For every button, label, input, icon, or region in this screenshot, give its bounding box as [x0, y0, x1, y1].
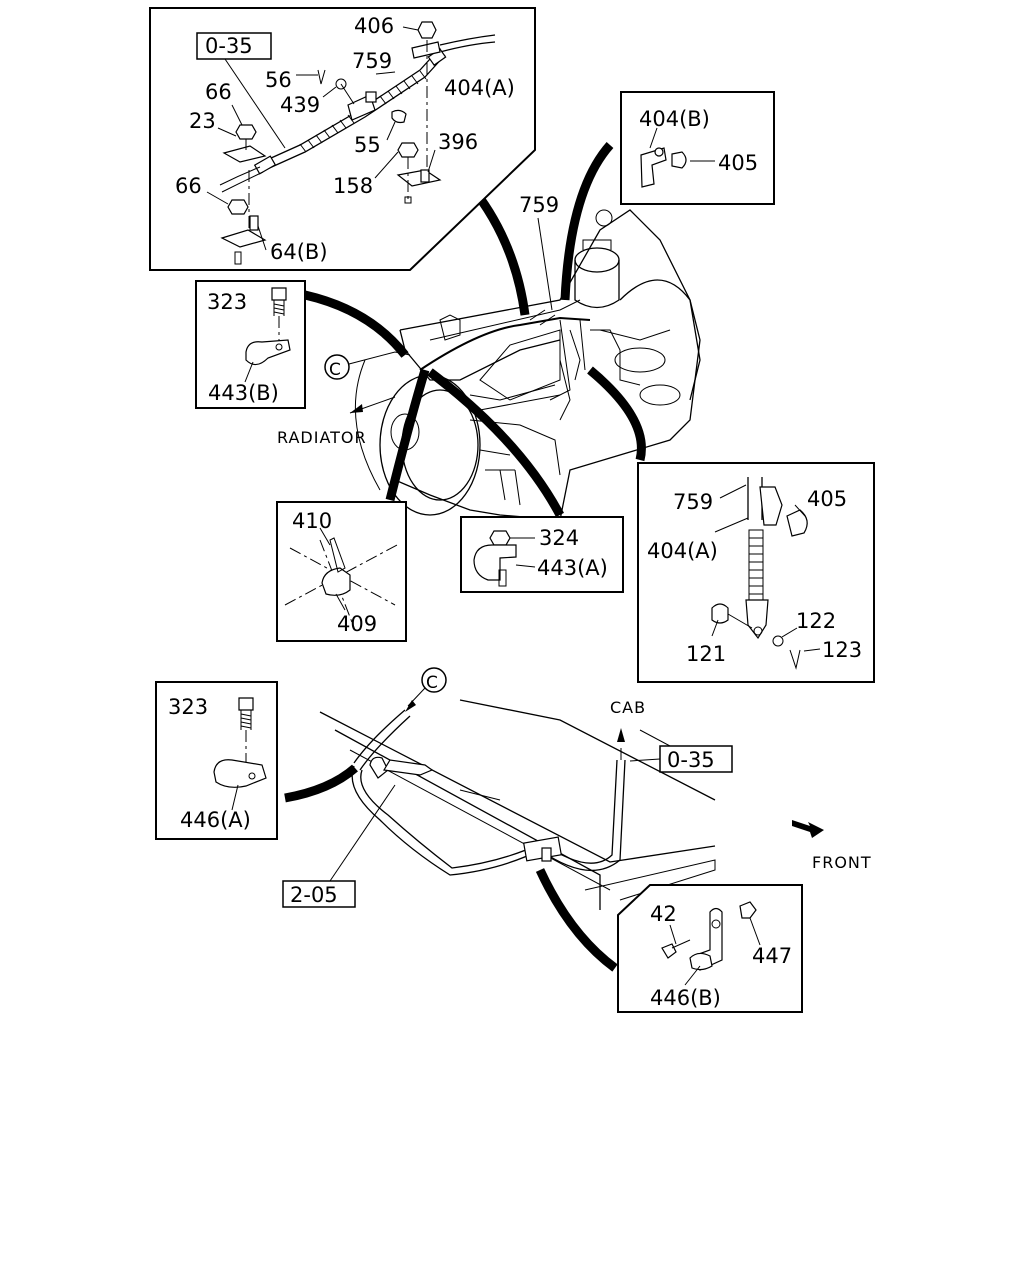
panel-right-detail: 759 405 404(A) 122 121 123 — [637, 462, 875, 683]
callout-leaders — [284, 142, 646, 972]
ref-2-05-group: 2-05 — [282, 784, 396, 908]
c-marker-top: C — [329, 360, 341, 380]
label-122: 122 — [796, 609, 836, 633]
label-404b: 404(B) — [639, 107, 710, 131]
label-324: 324 — [539, 526, 579, 550]
clamp-443b-icon — [245, 339, 291, 366]
panel-top-cable-assembly: 0-35 — [149, 7, 536, 271]
radiator-indicator: RADIATOR C — [277, 351, 411, 447]
washer-122-icon — [772, 635, 784, 647]
bolt-323-lower-icon — [238, 697, 254, 711]
bolt-55-icon — [391, 109, 407, 124]
label-42: 42 — [650, 902, 677, 926]
engine-block-drawing — [354, 209, 701, 521]
label-759-right: 759 — [673, 490, 713, 514]
label-443a: 443(A) — [537, 556, 608, 580]
nut-406-icon — [417, 21, 437, 39]
nut-66-upper-icon — [235, 124, 257, 140]
label-66-lower: 66 — [175, 174, 202, 198]
bolt-323-head-icon — [271, 287, 287, 301]
panel-clamp-409: 410 409 — [276, 501, 407, 642]
panel-bolt-446a: 323 446(A) — [155, 681, 278, 840]
label-23: 23 — [189, 109, 216, 133]
label-447: 447 — [752, 944, 792, 968]
label-66-top: 66 — [205, 80, 232, 104]
panel-bracket-446b: 42 447 446(B) — [617, 884, 803, 1013]
label-759-engine: 759 — [519, 193, 559, 217]
cab-label: CAB — [610, 698, 646, 717]
bolt-121-icon — [711, 603, 729, 624]
label-446b: 446(B) — [650, 986, 721, 1010]
radiator-label: RADIATOR — [277, 428, 367, 447]
label-121: 121 — [686, 642, 726, 666]
bracket-759-icon — [759, 486, 783, 526]
ref-0-35-cab: 0-35 — [667, 748, 715, 772]
nut-324-icon — [489, 530, 511, 546]
label-56: 56 — [265, 68, 292, 92]
direction-indicators: CAB 0-35 FRONT — [610, 698, 872, 872]
label-64b: 64(B) — [270, 240, 328, 264]
label-396: 396 — [438, 130, 478, 154]
c-marker-lower-circle — [421, 667, 447, 693]
clamp-409-icon — [321, 567, 351, 596]
engine-label-group: 759 — [519, 193, 559, 311]
label-158: 158 — [333, 174, 373, 198]
label-323-upper: 323 — [207, 290, 247, 314]
c-marker-bottom: C — [426, 673, 438, 693]
chassis-frame-drawing: C — [319, 667, 716, 910]
clamp-446a-icon — [213, 759, 267, 788]
label-404a: 404(A) — [444, 76, 515, 100]
label-405-right: 405 — [807, 487, 847, 511]
panel-bolt-443b: 323 443(B) — [195, 280, 306, 409]
label-409: 409 — [337, 612, 377, 636]
front-label: FRONT — [812, 853, 872, 872]
label-404a-right: 404(A) — [647, 539, 718, 563]
label-439: 439 — [280, 93, 320, 117]
front-arrow-icon — [792, 820, 824, 838]
c-marker-circle — [324, 354, 350, 380]
label-406: 406 — [354, 14, 394, 38]
label-55: 55 — [354, 133, 381, 157]
label-123: 123 — [822, 638, 862, 662]
ref-box-0-35 — [196, 32, 272, 60]
label-323-lower: 323 — [168, 695, 208, 719]
nut-158-icon — [397, 142, 419, 158]
ref-box-0-35-cab — [659, 745, 733, 773]
panel-clip-404b: 404(B) 405 — [620, 91, 775, 205]
clip-404b-icon — [640, 147, 667, 188]
label-443b: 443(B) — [208, 381, 279, 405]
clamp-443a-icon — [473, 544, 517, 581]
label-405-top: 405 — [718, 151, 758, 175]
nut-66-lower-icon — [227, 199, 249, 215]
bolt-405-icon — [671, 151, 687, 169]
label-410: 410 — [292, 509, 332, 533]
ref-2-05: 2-05 — [290, 883, 338, 907]
label-446a: 446(A) — [180, 808, 251, 832]
ref-box-2-05 — [282, 880, 356, 908]
label-759: 759 — [352, 49, 392, 73]
panel-clamp-443a: 324 443(A) — [460, 516, 624, 593]
ref-0-35-top: 0-35 — [205, 34, 253, 58]
nut-447-icon — [739, 901, 757, 919]
